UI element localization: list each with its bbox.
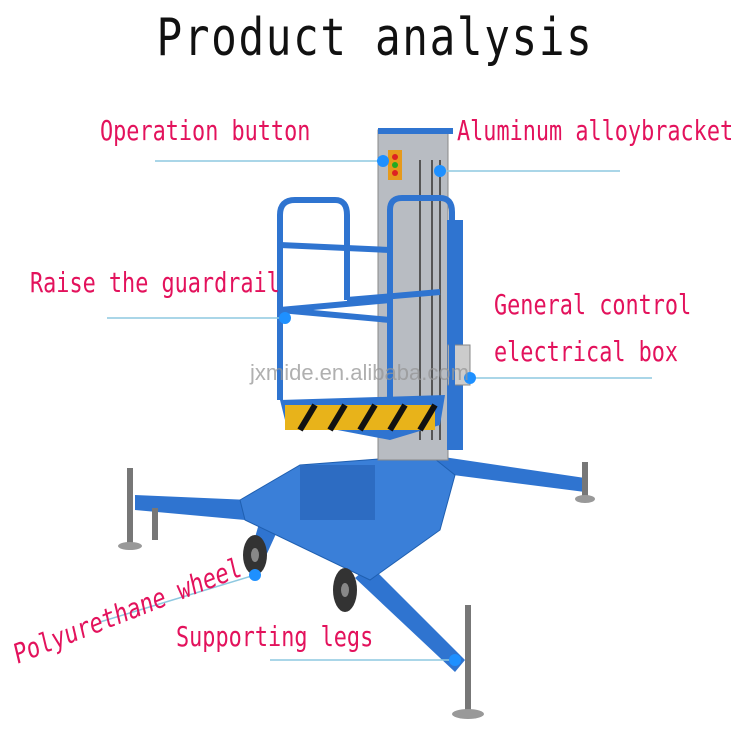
- label-operation-button: Operation button: [100, 114, 311, 147]
- polyurethane-wheels: [243, 535, 357, 612]
- hazard-stripes: [285, 403, 438, 432]
- leg-jacks: [127, 462, 588, 712]
- leader-lines: [99, 160, 652, 661]
- label-guardrail: Raise the guardrail: [30, 266, 280, 299]
- guardrail: [277, 195, 455, 420]
- label-control-box-line2: electrical box: [494, 335, 679, 368]
- leg-feet: [118, 495, 595, 719]
- page-title: Product analysis: [156, 8, 594, 68]
- counterweight: [300, 465, 375, 520]
- watermark: jxmide.en.alibaba.com: [250, 360, 469, 385]
- callout-dots: [249, 155, 476, 666]
- label-control-box-line1: General control: [494, 288, 692, 321]
- label-aluminum-bracket: Aluminum alloybracket: [457, 114, 734, 147]
- label-legs: Supporting legs: [176, 620, 374, 653]
